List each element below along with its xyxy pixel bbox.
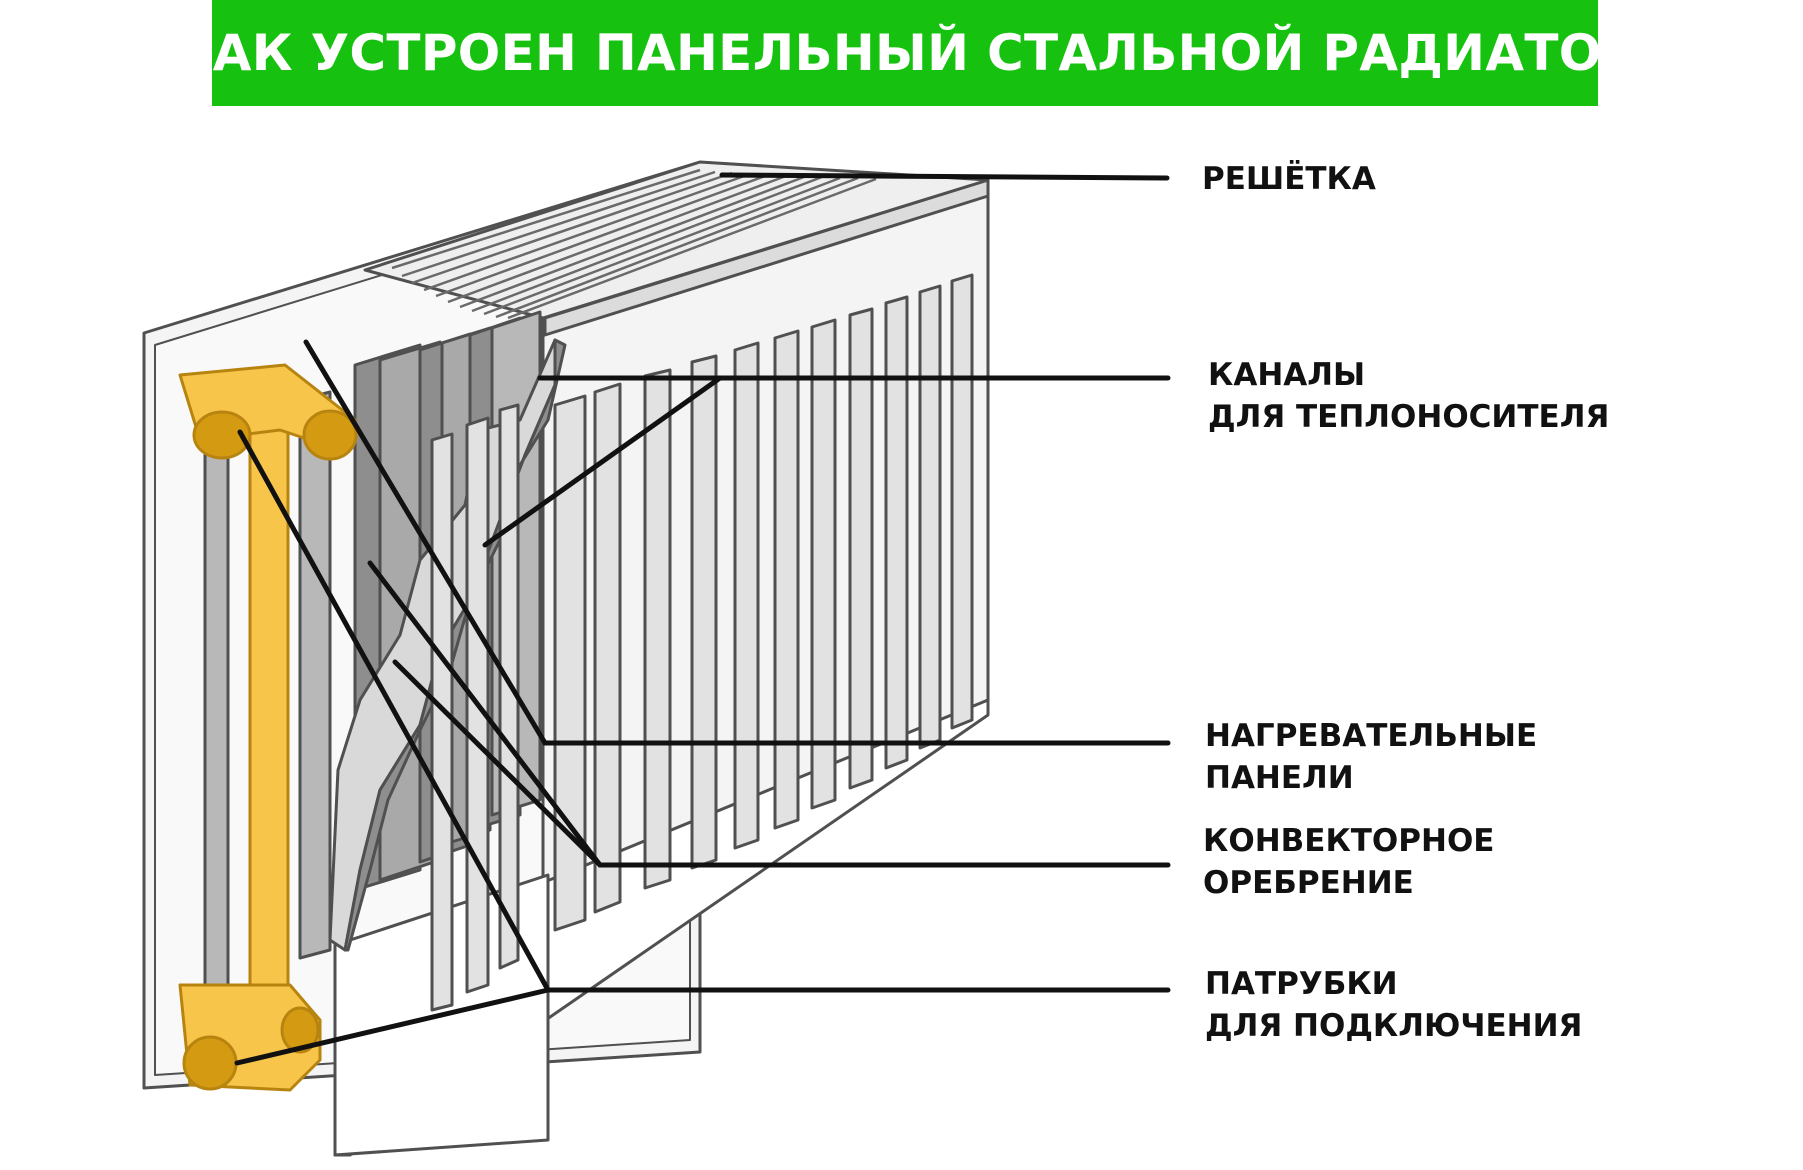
- leader-convector-fins-2: [392, 659, 603, 868]
- leader-lines: [234, 172, 1171, 1066]
- label-convector-fins-line1: КОНВЕКТОРНОЕ: [1203, 823, 1495, 859]
- connection-pipes-icon: [178, 363, 358, 1092]
- label-heating-panels: НАГРЕВАТЕЛЬНЫЕ ПАНЕЛИ: [1205, 715, 1537, 799]
- label-grille-line1: РЕШЁТКА: [1202, 161, 1376, 197]
- grille-slots: [391, 168, 877, 320]
- label-heating-panels-line1: НАГРЕВАТЕЛЬНЫЕ: [1205, 718, 1538, 754]
- front-panel-channels: [430, 273, 974, 1012]
- label-channels-line2: ДЛЯ ТЕПЛОНОСИТЕЛЯ: [1208, 399, 1610, 435]
- label-convector-fins: КОНВЕКТОРНОЕ ОРЕБРЕНИЕ: [1203, 820, 1494, 904]
- leader-heating-panels: [303, 339, 1171, 746]
- label-heating-panels-line2: ПАНЕЛИ: [1205, 760, 1354, 796]
- label-channels-line1: КАНАЛЫ: [1208, 357, 1366, 393]
- label-channels: КАНАЛЫ ДЛЯ ТЕПЛОНОСИТЕЛЯ: [1208, 354, 1609, 438]
- label-connection-pipes-line1: ПАТРУБКИ: [1205, 966, 1398, 1002]
- leader-connection-pipes-2: [234, 987, 551, 1066]
- label-convector-fins-line2: ОРЕБРЕНИЕ: [1203, 865, 1414, 901]
- label-grille: РЕШЁТКА: [1202, 158, 1376, 200]
- radiator-illustration-icon: [142, 160, 990, 1157]
- leader-grille: [719, 172, 1170, 181]
- label-connection-pipes: ПАТРУБКИ ДЛЯ ПОДКЛЮЧЕНИЯ: [1205, 963, 1582, 1047]
- page-title: КАК УСТРОЕН ПАНЕЛЬНЫЙ СТАЛЬНОЙ РАДИАТОР: [171, 24, 1639, 82]
- title-banner: КАК УСТРОЕН ПАНЕЛЬНЫЙ СТАЛЬНОЙ РАДИАТОР: [172, 0, 1638, 106]
- label-connection-pipes-line2: ДЛЯ ПОДКЛЮЧЕНИЯ: [1205, 1008, 1583, 1044]
